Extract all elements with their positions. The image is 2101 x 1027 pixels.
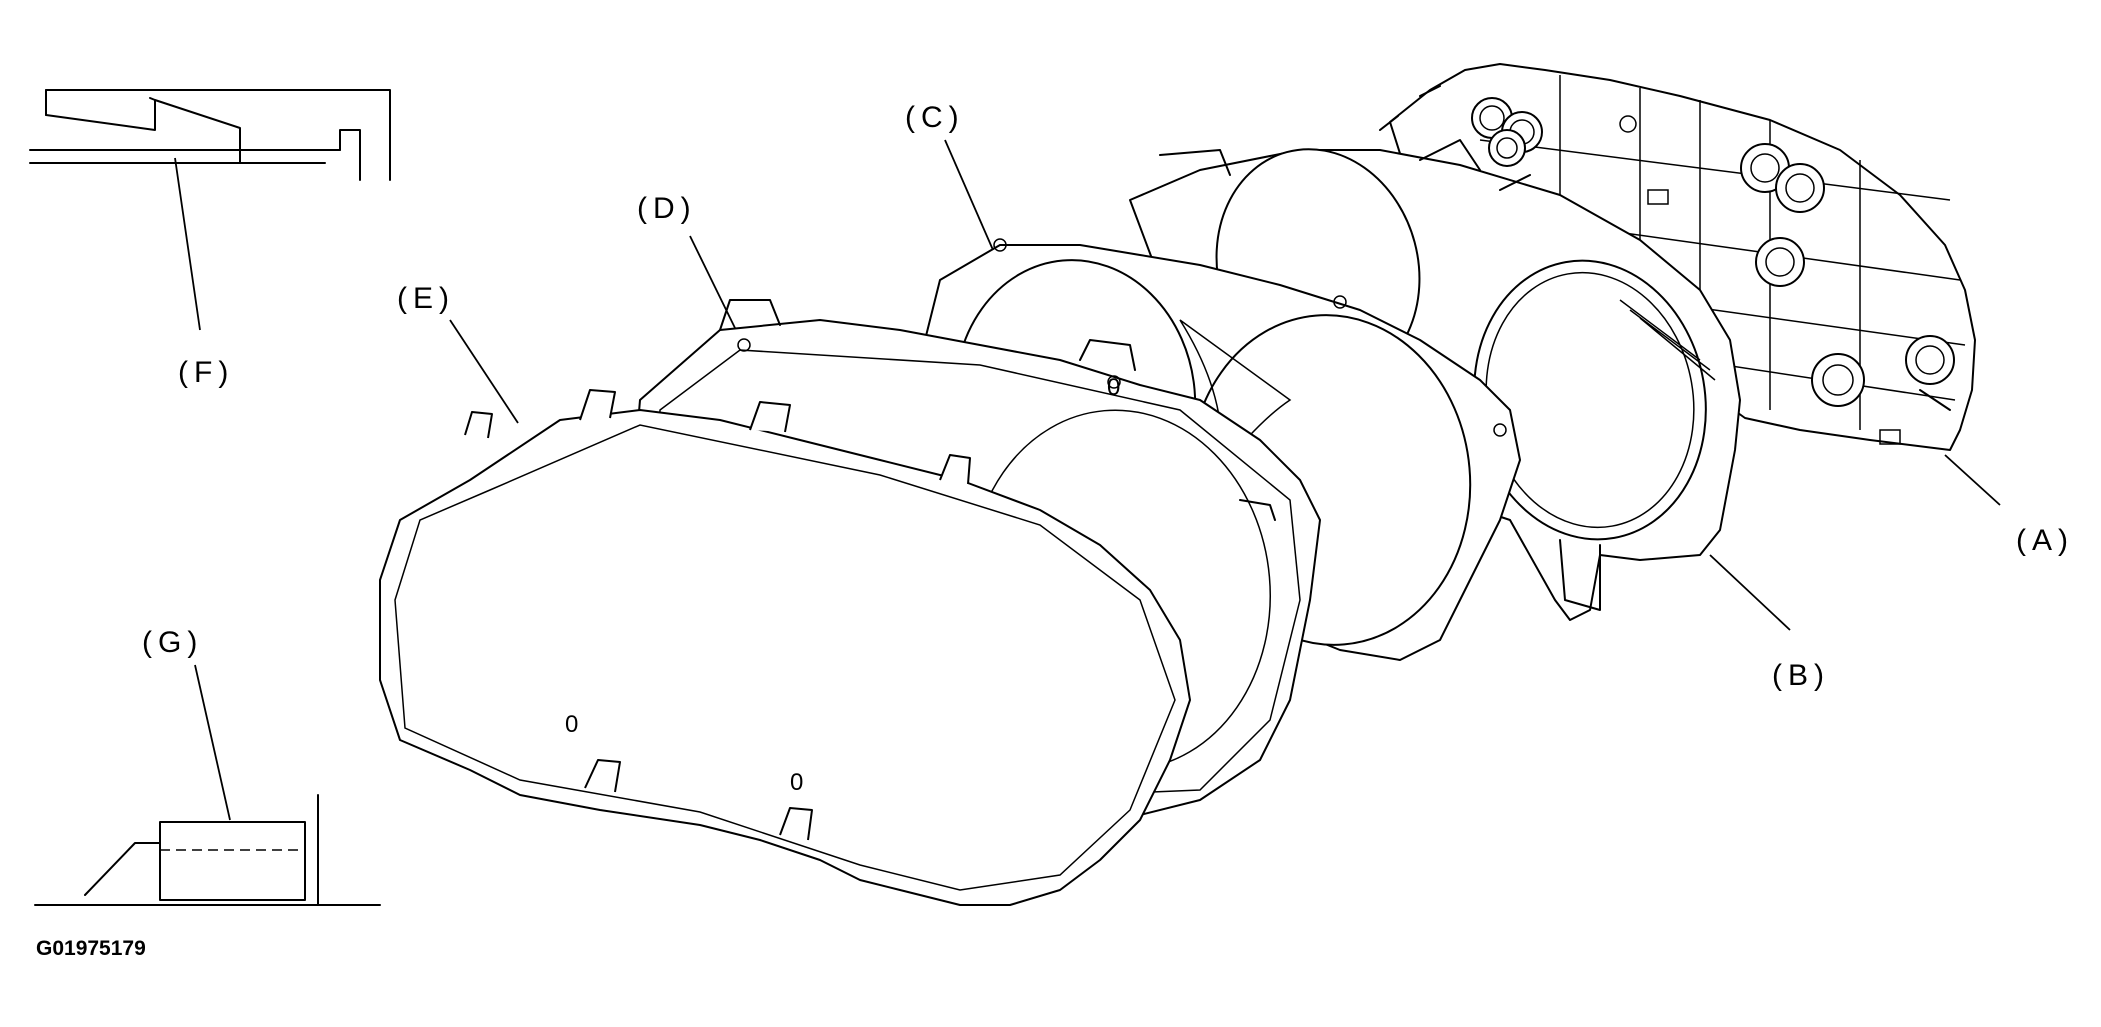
callout-f-label: (F) [178, 356, 234, 389]
boss-group-center [1740, 143, 1865, 407]
part-e-lens: 0 0 0 [379, 374, 1191, 906]
callout-b-label: (B) [1772, 659, 1830, 692]
leader-e [449, 319, 519, 424]
leader-d [689, 235, 736, 329]
lens-mark: 0 [1107, 374, 1120, 401]
leader-g [194, 664, 231, 821]
lens-mark: 0 [790, 769, 803, 796]
callout-g-label: (G) [142, 626, 203, 659]
leader-a [1944, 454, 2001, 506]
callout-d-label: (D) [637, 192, 697, 225]
detail-g [34, 664, 381, 906]
leader-f [174, 157, 201, 331]
boss-group-left [1471, 97, 1543, 167]
detail-f [29, 89, 391, 331]
callout-e-label: (E) [397, 282, 455, 315]
figure-code: G01975179 [36, 937, 146, 960]
lens-mark: 0 [565, 711, 578, 738]
callout-a-label: (A) [2016, 524, 2074, 557]
leader-c [944, 139, 994, 251]
leader-b [1709, 554, 1791, 631]
part-a-rear-case [1379, 63, 1976, 451]
callout-c-label: (C) [905, 101, 965, 134]
